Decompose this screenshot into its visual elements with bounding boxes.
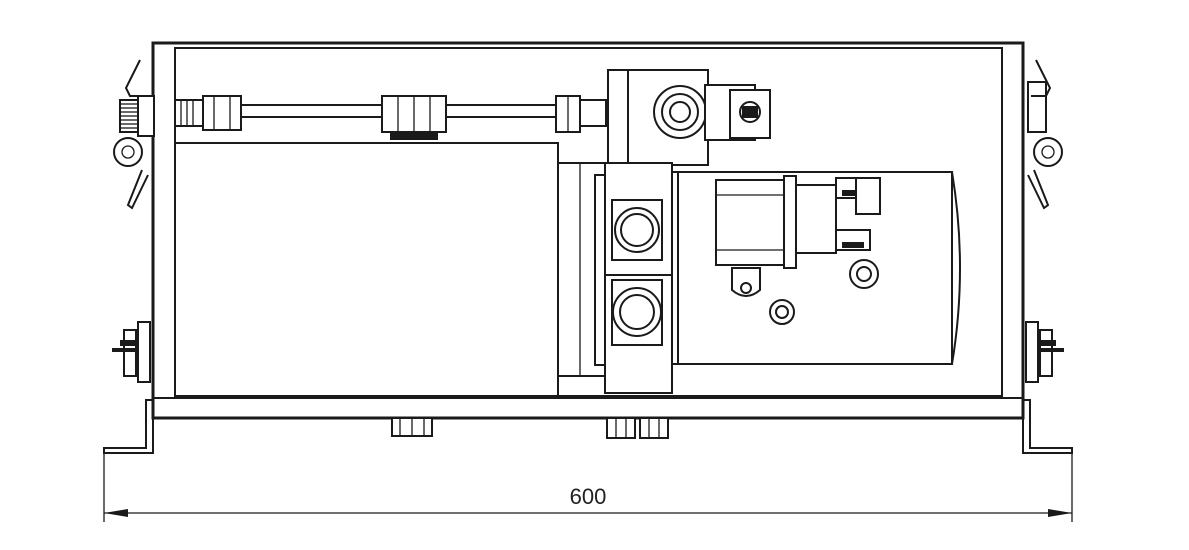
right-latch-clamp [1025, 321, 1064, 383]
motor-grounding-nut [769, 299, 795, 325]
motor-solenoid [715, 175, 837, 269]
motor-terminal-nut [849, 259, 879, 289]
left-mounting-foot [103, 399, 154, 454]
right-pipe-fitting [555, 95, 607, 133]
bottom-port-fittings [606, 417, 669, 439]
dimension-arrow-right [1048, 509, 1072, 517]
pump-port-lower [611, 279, 663, 346]
valve-block [607, 69, 771, 166]
dimension-arrow-left [104, 509, 128, 517]
left-lifting-hook [113, 59, 155, 210]
dimension-value-label: 600 [570, 484, 607, 509]
electric-motor [671, 171, 961, 365]
motor-terminal-bolts [835, 177, 881, 251]
motor-mount-lug [731, 267, 761, 297]
right-mounting-foot [1022, 399, 1073, 454]
oil-reservoir-tank [174, 142, 606, 397]
drain-plug [391, 417, 433, 437]
pipe-union-nut [381, 95, 447, 140]
left-pipe-fitting [174, 95, 242, 131]
left-latch-clamp [112, 321, 151, 383]
pump-manifold [594, 162, 673, 394]
hydraulic-pipe [174, 95, 607, 140]
right-lifting-hook [1027, 59, 1063, 210]
left-threaded-fitting [121, 103, 137, 129]
width-dimension: 600 [103, 453, 1073, 522]
pump-port-upper [611, 199, 663, 261]
